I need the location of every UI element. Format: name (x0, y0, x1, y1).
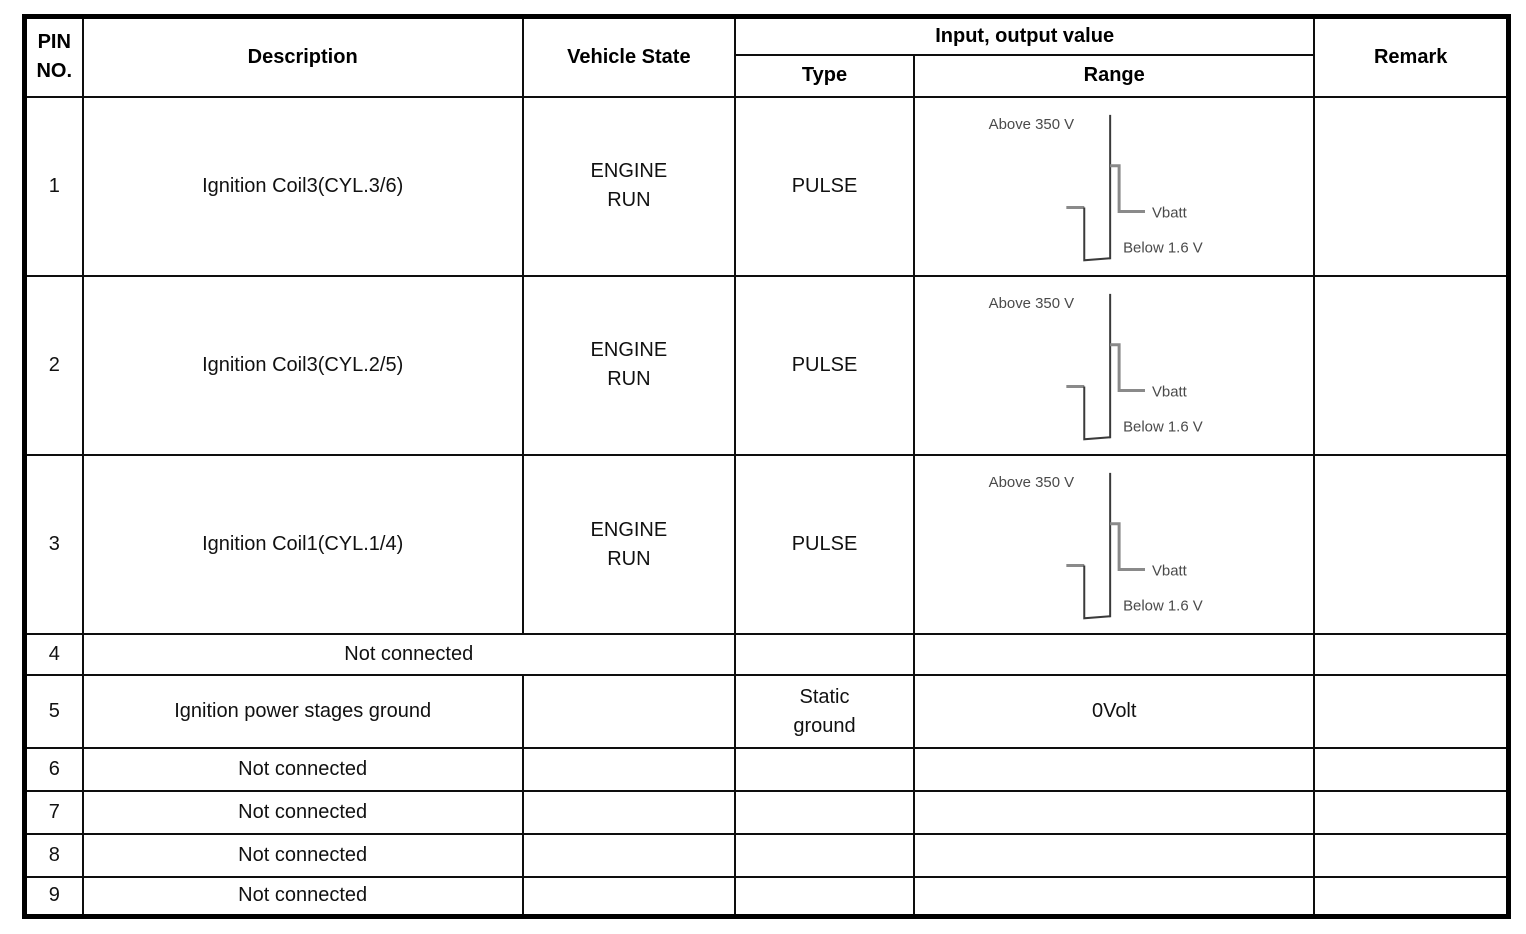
waveform-above-label: Above 350 V (989, 474, 1075, 491)
type-cell: PULSE (733, 95, 916, 277)
pin-number-cell: 9 (23, 876, 84, 918)
range-cell (913, 876, 1316, 918)
pin-number-cell: 7 (23, 790, 84, 836)
description-cell: Not connected (81, 790, 524, 836)
description-cell: Ignition Coil3(CYL.3/6) (81, 95, 524, 277)
pin-number-cell: 4 (23, 633, 84, 677)
description-cell: Ignition Coil3(CYL.2/5) (81, 274, 524, 456)
range-waveform-cell: Above 350 V Vbatt Below 1.6 V (913, 453, 1316, 636)
description-cell: Not connected (81, 833, 524, 879)
column-header-vehicle-state: Vehicle State (521, 15, 736, 98)
type-cell (733, 833, 916, 879)
pin-number-cell: 6 (23, 747, 84, 793)
pin-number-cell: 2 (23, 274, 84, 456)
type-cell (733, 747, 916, 793)
description-cell: Not connected (81, 747, 524, 793)
table-row: 9 Not connected (23, 876, 1510, 918)
type-cell: Static ground (733, 674, 916, 750)
column-header-type: Type (733, 53, 916, 98)
remark-cell (1313, 833, 1510, 879)
table-row: 7 Not connected (23, 790, 1510, 836)
remark-cell (1313, 633, 1510, 677)
pin-assignment-table: PIN NO. Description Vehicle State Input,… (22, 14, 1511, 919)
description-cell: Ignition power stages ground (81, 674, 524, 750)
type-cell (733, 633, 916, 677)
waveform-vbatt-label: Vbatt (1152, 383, 1188, 400)
table-row: 6 Not connected (23, 747, 1510, 793)
vehicle-state-cell: ENGINE RUN (521, 274, 736, 456)
type-cell: PULSE (733, 453, 916, 636)
vehicle-state-cell: ENGINE RUN (521, 95, 736, 277)
waveform-vbatt-label: Vbatt (1152, 562, 1188, 579)
type-cell (733, 790, 916, 836)
vehicle-state-cell (521, 790, 736, 836)
table-row: 1 Ignition Coil3(CYL.3/6) ENGINE RUN PUL… (23, 95, 1510, 277)
remark-cell (1313, 747, 1510, 793)
waveform-below-label: Below 1.6 V (1123, 418, 1203, 435)
table-row: 3 Ignition Coil1(CYL.1/4) ENGINE RUN PUL… (23, 453, 1510, 636)
type-cell (733, 876, 916, 918)
remark-cell (1313, 274, 1510, 456)
table-row: 2 Ignition Coil3(CYL.2/5) ENGINE RUN PUL… (23, 274, 1510, 456)
vehicle-state-cell (521, 876, 736, 918)
table-row: 5 Ignition power stages ground Static gr… (23, 674, 1510, 750)
vehicle-state-cell (521, 833, 736, 879)
range-cell (913, 833, 1316, 879)
column-header-input-output-value: Input, output value (733, 15, 1316, 56)
vehicle-state-cell (521, 747, 736, 793)
range-cell (913, 790, 1316, 836)
remark-cell (1313, 674, 1510, 750)
pin-number-cell: 5 (23, 674, 84, 750)
waveform-below-label: Below 1.6 V (1123, 597, 1203, 614)
column-header-range: Range (913, 53, 1316, 98)
pin-number-cell: 3 (23, 453, 84, 636)
ignition-pulse-waveform-diagram: Above 350 V Vbatt Below 1.6 V (989, 472, 1203, 620)
range-cell (913, 747, 1316, 793)
waveform-below-label: Below 1.6 V (1123, 239, 1203, 256)
remark-cell (1313, 95, 1510, 277)
waveform-vbatt-label: Vbatt (1152, 204, 1188, 221)
pin-number-cell: 1 (23, 95, 84, 277)
range-cell (913, 633, 1316, 677)
remark-cell (1313, 876, 1510, 918)
waveform-above-label: Above 350 V (989, 115, 1075, 132)
waveform-above-label: Above 350 V (989, 295, 1075, 312)
range-waveform-cell: Above 350 V Vbatt Below 1.6 V (913, 274, 1316, 456)
description-cell: Not connected (81, 633, 736, 677)
range-cell: 0Volt (913, 674, 1316, 750)
vehicle-state-cell: ENGINE RUN (521, 453, 736, 636)
column-header-description: Description (81, 15, 524, 98)
ignition-pulse-waveform-diagram: Above 350 V Vbatt Below 1.6 V (989, 293, 1203, 441)
type-cell: PULSE (733, 274, 916, 456)
remark-cell (1313, 453, 1510, 636)
range-waveform-cell: Above 350 V Vbatt Below 1.6 V (913, 95, 1316, 277)
table-row: 4 Not connected (23, 633, 1510, 677)
table-row: 8 Not connected (23, 833, 1510, 879)
ignition-pulse-waveform-diagram: Above 350 V Vbatt Below 1.6 V (989, 114, 1203, 261)
description-cell: Not connected (81, 876, 524, 918)
description-cell: Ignition Coil1(CYL.1/4) (81, 453, 524, 636)
pin-number-cell: 8 (23, 833, 84, 879)
vehicle-state-cell (521, 674, 736, 750)
remark-cell (1313, 790, 1510, 836)
column-header-pin-no: PIN NO. (23, 15, 84, 98)
column-header-remark: Remark (1313, 15, 1510, 98)
